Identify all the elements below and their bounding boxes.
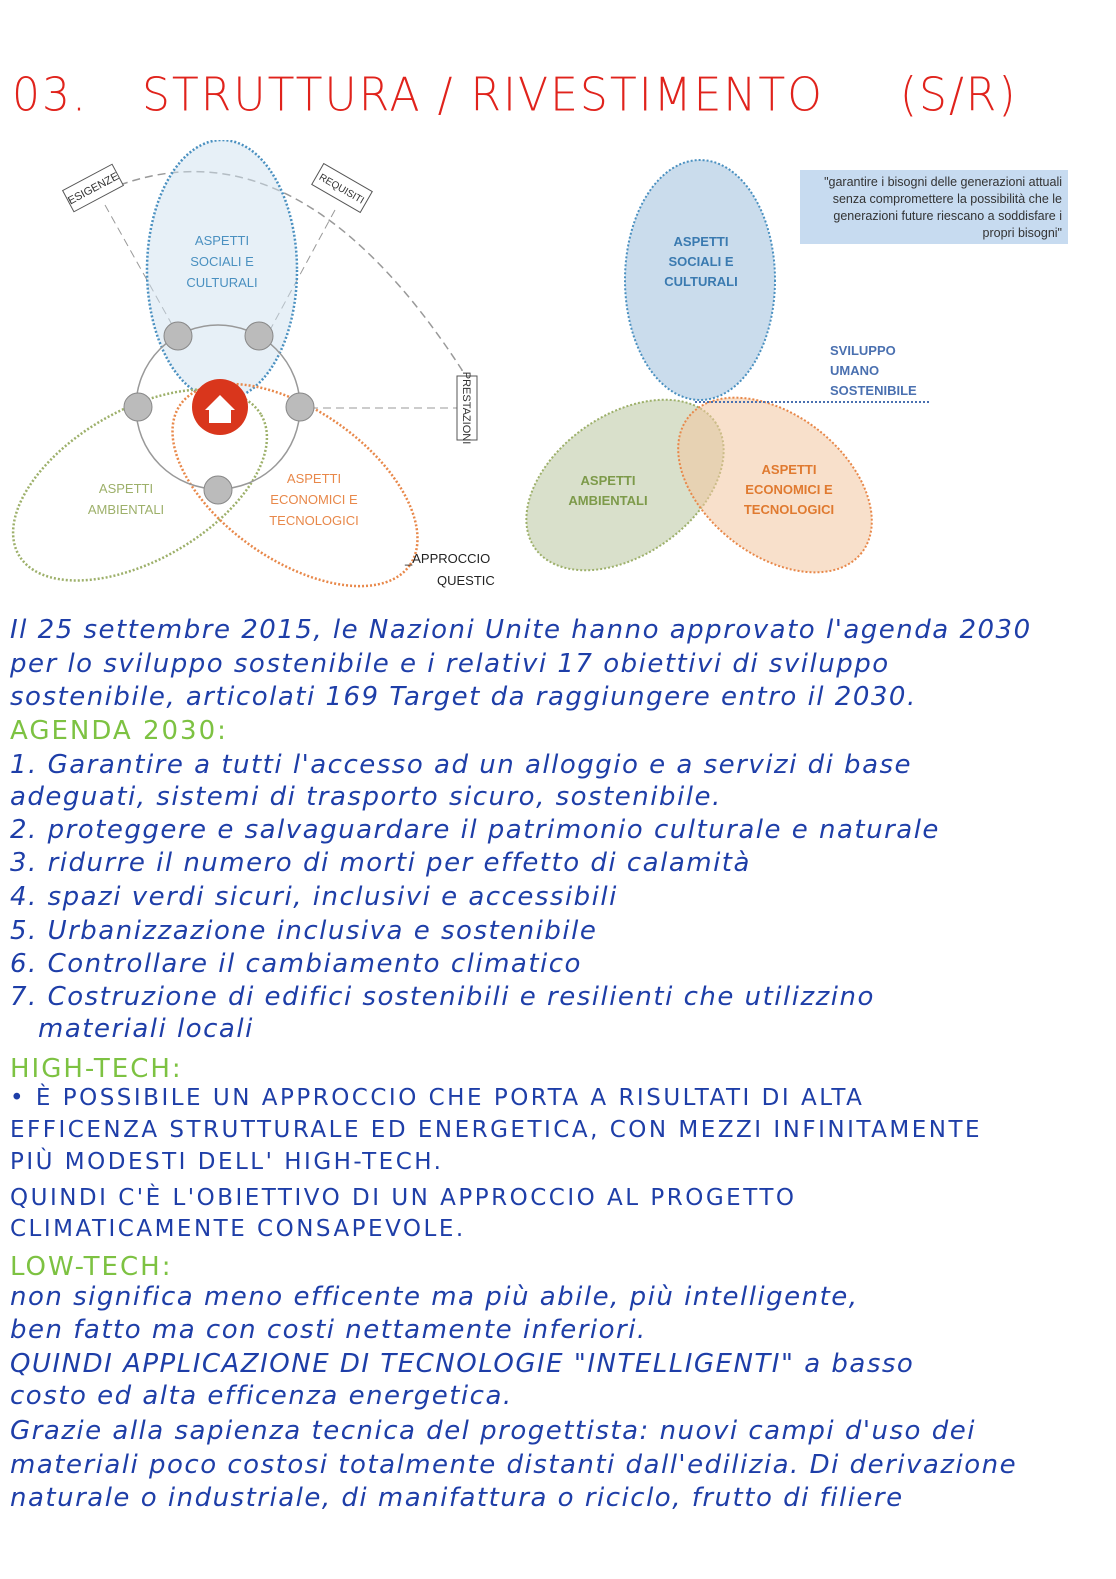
label: SOSTENIBILE [830, 383, 917, 398]
label: QUESTIC [437, 573, 495, 588]
hightech-heading: HIGH-TECH: [10, 1054, 183, 1084]
prestazioni-box: PRESTAZIONI [456, 372, 478, 445]
agenda-item: 3. ridurre il numero di morti per effett… [10, 848, 751, 878]
label: SVILUPPO [830, 343, 896, 358]
label: ASPETTI [762, 462, 817, 477]
lowtech-line: Grazie alla sapienza tecnica del progett… [10, 1416, 976, 1446]
lowtech-line: ben fatto ma con costi nettamente inferi… [10, 1315, 647, 1345]
agenda-item: 5. Urbanizzazione inclusiva e sostenibil… [10, 916, 598, 946]
title-abbr: (S/R) [899, 68, 1018, 123]
label: ASPETTI [195, 233, 249, 248]
label: SOCIALI E [190, 254, 254, 269]
hightech-line: CLIMATICAMENTE CONSAPEVOLE. [10, 1216, 466, 1242]
agenda-item: adeguati, sistemi di trasporto sicuro, s… [10, 782, 722, 812]
hightech-line: EFFICENZA STRUTTURALE ED ENERGETICA, CON… [10, 1117, 983, 1143]
label: TECNOLOGICI [269, 513, 359, 528]
label: UMANO [830, 363, 879, 378]
agenda-item: 2. proteggere e salvaguardare il patrimo… [10, 815, 940, 845]
label: TECNOLOGICI [744, 502, 834, 517]
label: AMBIENTALI [568, 493, 647, 508]
label: SOCIALI E [668, 254, 733, 269]
esigenze-box: ESIGENZE [61, 163, 125, 213]
lowtech-line: naturale o industriale, di manifattura o… [10, 1483, 904, 1513]
sustainability-venn: ASPETTI SOCIALI E CULTURALI SVILUPPO UMA… [525, 159, 930, 574]
label: CULTURALI [664, 274, 737, 289]
requisiti-box: REQUISITI [311, 162, 373, 214]
agenda-item: materiali locali [38, 1014, 254, 1044]
label: ASPETTI [99, 481, 153, 496]
label: ECONOMICI E [745, 482, 833, 497]
note-line: per lo sviluppo sostenibile e i relativi… [10, 649, 890, 679]
label: CULTURALI [186, 275, 257, 290]
label: ASPETTI [581, 473, 636, 488]
label: ECONOMICI E [270, 492, 358, 507]
page-title: 03. STRUTTURA / RIVESTIMENTO (S/R) [12, 69, 1018, 123]
agenda-item: 4. spazi verdi sicuri, inclusivi e acces… [10, 882, 618, 912]
lowtech-heading: LOW-TECH: [10, 1252, 173, 1282]
hightech-line: PIÙ MODESTI DELL' HIGH-TECH. [10, 1149, 444, 1175]
lowtech-line: QUINDI APPLICAZIONE DI TECNOLOGIE "INTEL… [10, 1349, 915, 1379]
agenda-item: 1. Garantire a tutti l'accesso ad un all… [10, 750, 913, 780]
lowtech-line: non significa meno efficente ma più abil… [10, 1282, 859, 1312]
lowtech-line: materiali poco costosi totalmente distan… [10, 1450, 1018, 1480]
agenda-heading: AGENDA 2030: [10, 716, 228, 746]
label: AMBIENTALI [88, 502, 164, 517]
title-number: 03. [12, 68, 88, 123]
agenda-item: 7. Costruzione di edifici sostenibili e … [10, 982, 875, 1012]
approach-diagram: ESIGENZE REQUISITI PRESTAZIONI ASPETTI S… [11, 140, 495, 588]
hightech-line: QUINDI C'È L'OBIETTIVO DI UN APPROCCIO A… [10, 1185, 797, 1211]
hightech-line: • È POSSIBILE UN APPROCCIO CHE PORTA A R… [10, 1085, 865, 1111]
lowtech-line: costo ed alta efficenza energetica. [10, 1381, 513, 1411]
label: ASPETTI [287, 471, 341, 486]
note-line: Il 25 settembre 2015, le Nazioni Unite h… [10, 615, 1032, 645]
sustainability-quote: "garantire i bisogni delle generazioni a… [800, 170, 1068, 244]
note-line: sostenibile, articolati 169 Target da ra… [10, 682, 917, 712]
prestazioni-label: PRESTAZIONI [460, 372, 472, 445]
title-text: STRUTTURA / RIVESTIMENTO [141, 68, 824, 123]
label: _APPROCCIO [404, 551, 490, 566]
label: ASPETTI [674, 234, 729, 249]
agenda-item: 6. Controllare il cambiamento climatico [10, 949, 582, 979]
